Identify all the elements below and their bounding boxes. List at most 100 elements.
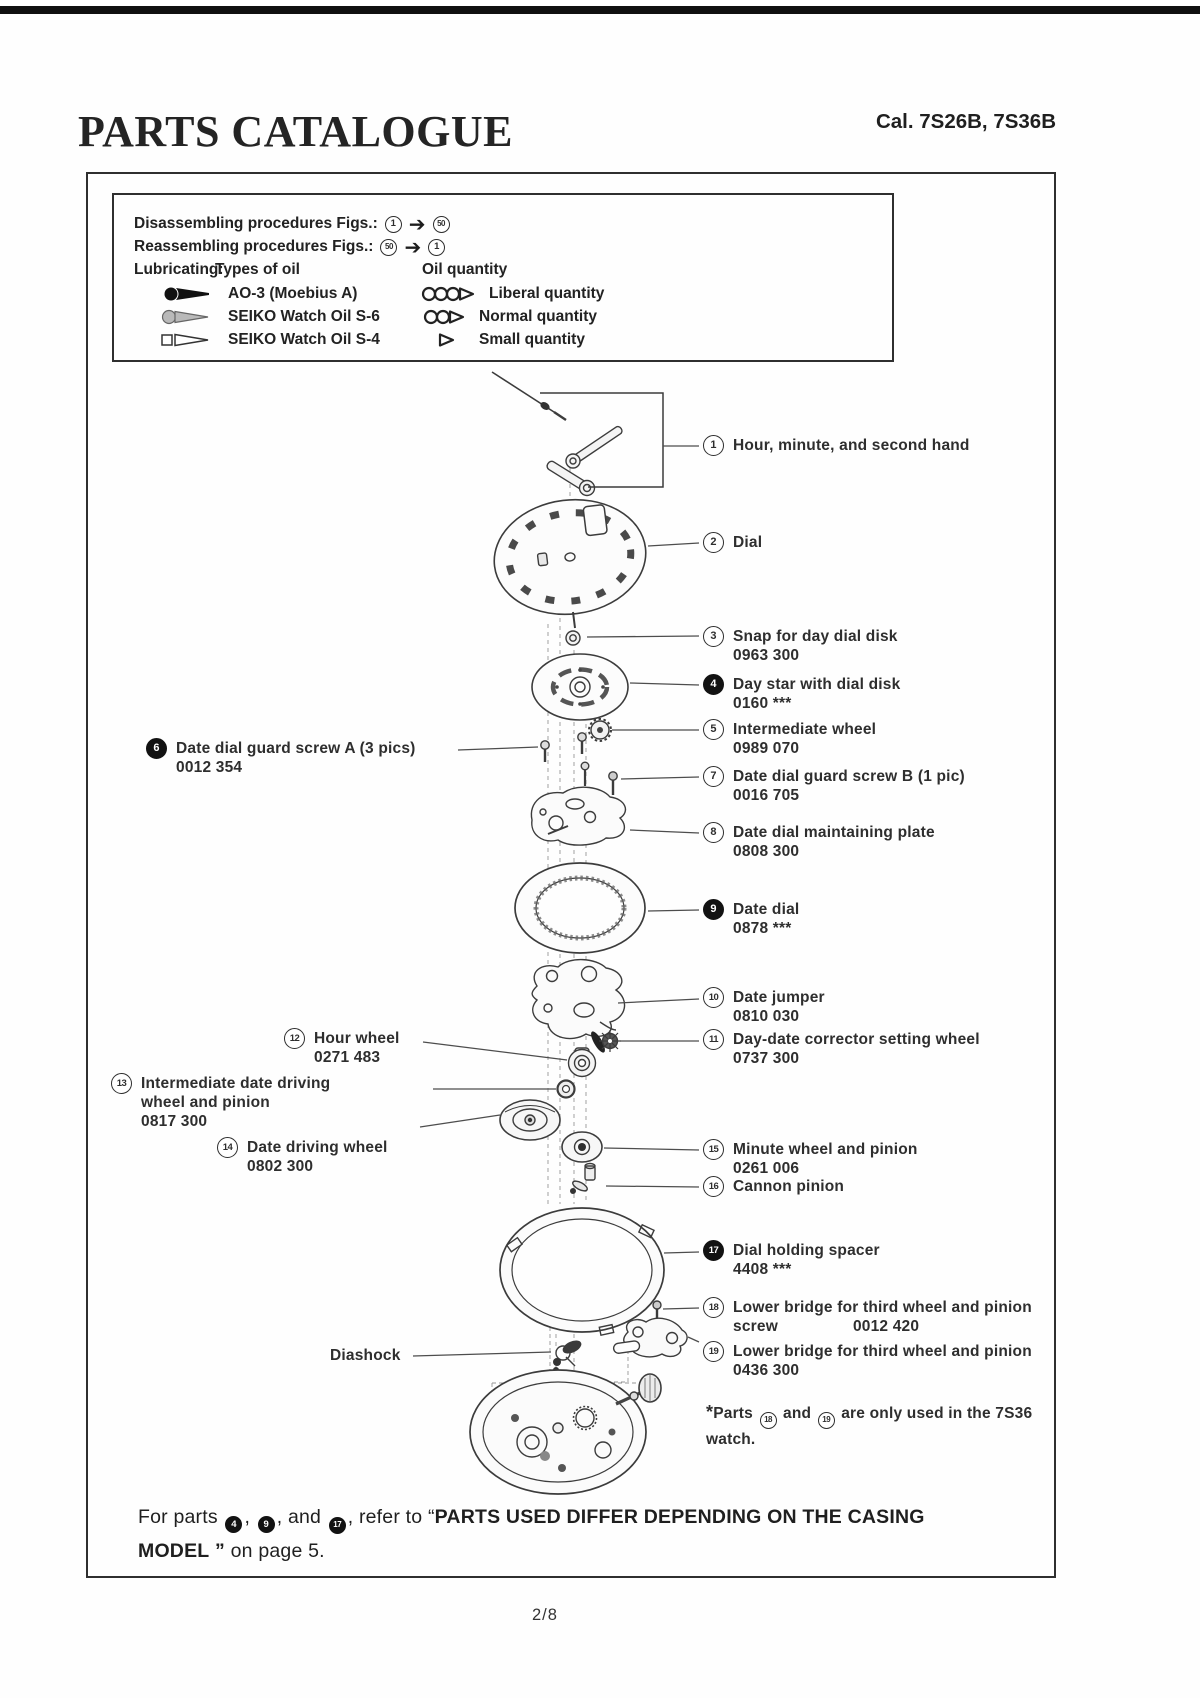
part-label-4: 4 Day star with dial disk 0160 ***: [703, 674, 1033, 713]
part-label-2: 2 Dial: [703, 532, 1033, 553]
part-name: Dial holding spacer: [733, 1242, 880, 1259]
lubricating-label: Lubricating:: [134, 261, 224, 278]
oil-quantity-name: Liberal quantity: [489, 284, 605, 302]
drawing-main-plate: [469, 1369, 662, 1495]
part-code: 0989 070: [733, 740, 800, 757]
part-number-badge: 8: [703, 822, 724, 843]
part-ref-badge: 19: [817, 1411, 835, 1429]
part-number-badge: 17: [703, 1240, 724, 1261]
part-name: Snap for day dial disk: [733, 628, 898, 645]
part-name: Date driving wheel: [247, 1139, 388, 1156]
fig-1-badge: 1: [428, 238, 446, 256]
part-label-11: 11 Day-date corrector setting wheel 0737…: [703, 1029, 983, 1068]
part-number-badge: 19: [703, 1341, 724, 1362]
part-code: 0271 483: [314, 1049, 381, 1066]
part-code: 0436 300: [733, 1362, 800, 1379]
part-number-badge: 9: [703, 899, 724, 920]
part-label-1: 1 Hour, minute, and second hand: [703, 435, 1043, 456]
oil-quantity-row: Normal quantity: [422, 307, 597, 327]
caliber-label: Cal. 7S26B, 7S36B: [875, 110, 1056, 133]
drawing-maintaining-plate: [530, 786, 627, 846]
part-number-badge: 16: [703, 1176, 724, 1197]
oil-type-name: AO-3 (Moebius A): [228, 284, 358, 302]
part-number-badge: 5: [703, 719, 724, 740]
drawing-hands: [491, 371, 664, 497]
drawing-intermediate-wheel: [588, 718, 612, 742]
part-code: 0802 300: [247, 1158, 314, 1175]
disassembling-label: Disassembling procedures Figs.:: [134, 214, 378, 232]
part-number-badge: 12: [284, 1028, 305, 1049]
drawing-snap: [565, 630, 581, 646]
part-name: Lower bridge for third wheel and pinion …: [733, 1299, 1032, 1335]
drawing-cannon-pinion: [570, 1162, 596, 1194]
part-name: Date dial guard screw B (1 pic): [733, 768, 965, 785]
part-ref-badge: 17: [328, 1516, 346, 1534]
part-label-9: 9 Date dial 0878 ***: [703, 899, 1033, 938]
part-number-badge: 4: [703, 674, 724, 695]
part-number-badge: 13: [111, 1073, 132, 1094]
part-code: 0810 030: [733, 1008, 800, 1025]
part-name: Lower bridge for third wheel and pinion: [733, 1343, 1032, 1360]
oil-type-row: AO-3 (Moebius A): [162, 284, 357, 304]
part-code: 0808 300: [733, 843, 800, 860]
drawing-screw-b: [608, 771, 618, 795]
part-label-3: 3 Snap for day dial disk 0963 300: [703, 626, 1033, 665]
fig-1-badge: 1: [384, 215, 402, 233]
part-ref-badge: 18: [759, 1411, 777, 1429]
asterisk-note: *Parts 18 and 19 are only used in the 7S…: [706, 1402, 1033, 1448]
drawing-screws-a: [540, 732, 590, 786]
asterisk: *: [706, 1402, 714, 1422]
part-code: 0817 300: [141, 1113, 208, 1130]
drawing-int-date-wheel: [556, 1079, 576, 1099]
part-code: 0878 ***: [733, 920, 792, 937]
oil-quantity-name: Small quantity: [479, 330, 585, 348]
part-label-18: 18 Lower bridge for third wheel and pini…: [703, 1297, 1035, 1336]
part-code: 0012 354: [176, 759, 243, 776]
part-number-badge: 1: [703, 435, 724, 456]
legend-box: Disassembling procedures Figs.: 1 ➔ 50 R…: [112, 193, 894, 362]
part-name: Cannon pinion: [733, 1178, 845, 1195]
part-label-17: 17 Dial holding spacer 4408 ***: [703, 1240, 1033, 1279]
footer-note: For parts 4, 9, and 17, refer to “PARTS …: [138, 1506, 925, 1562]
part-name: Date dial guard screw A (3 pics): [176, 740, 416, 757]
part-name: Day star with dial disk: [733, 676, 901, 693]
part-number-badge: 2: [703, 532, 724, 553]
drawing-corrector-wheel: [599, 1030, 621, 1052]
scan-artifact-bar: [0, 6, 1200, 14]
part-code: 0016 705: [733, 787, 800, 804]
oil-type-name: SEIKO Watch Oil S-4: [228, 330, 380, 348]
diashock-label: Diashock: [330, 1347, 401, 1364]
part-number-badge: 3: [703, 626, 724, 647]
page-title: PARTS CATALOGUE: [78, 107, 513, 156]
part-ref-badge: 9: [257, 1516, 275, 1534]
part-label-10: 10 Date jumper 0810 030: [703, 987, 1033, 1026]
page-number: 2/8: [532, 1606, 558, 1624]
gray-oiler-icon: [161, 309, 209, 325]
part-number-badge: 11: [703, 1029, 724, 1050]
part-name: Minute wheel and pinion: [733, 1141, 918, 1158]
part-label-13: 13 Intermediate date driving wheel and p…: [111, 1073, 361, 1131]
fig-50-badge: 50: [380, 238, 398, 256]
liberal-quantity-icon: [421, 286, 475, 302]
black-oiler-icon: [164, 287, 209, 301]
oil-type-row: SEIKO Watch Oil S-4: [160, 330, 380, 350]
part-label-15: 15 Minute wheel and pinion 0261 006: [703, 1139, 1033, 1178]
part-code: 0963 300: [733, 647, 800, 664]
drawing-date-driving-wheel: [499, 1099, 561, 1141]
drawing-day-star: [531, 653, 629, 721]
part-number-badge: 10: [703, 987, 724, 1008]
drawing-dial-spacer: [499, 1207, 665, 1336]
part-name: Date dial maintaining plate: [733, 824, 935, 841]
part-label-5: 5 Intermediate wheel 0989 070: [703, 719, 1033, 758]
part-name: Dial: [733, 534, 763, 551]
drawing-minute-wheel: [561, 1131, 603, 1163]
part-code: 0261 006: [733, 1160, 800, 1177]
fig-50-badge: 50: [432, 215, 450, 233]
oil-type-name: SEIKO Watch Oil S-6: [228, 307, 380, 325]
part-name: Intermediate date driving wheel and pini…: [141, 1075, 331, 1111]
part-name: Date jumper: [733, 989, 825, 1006]
drawing-dial: [493, 498, 647, 616]
part-label-12: 12 Hour wheel 0271 483: [284, 1028, 504, 1067]
oil-quantity-label: Oil quantity: [422, 261, 508, 278]
